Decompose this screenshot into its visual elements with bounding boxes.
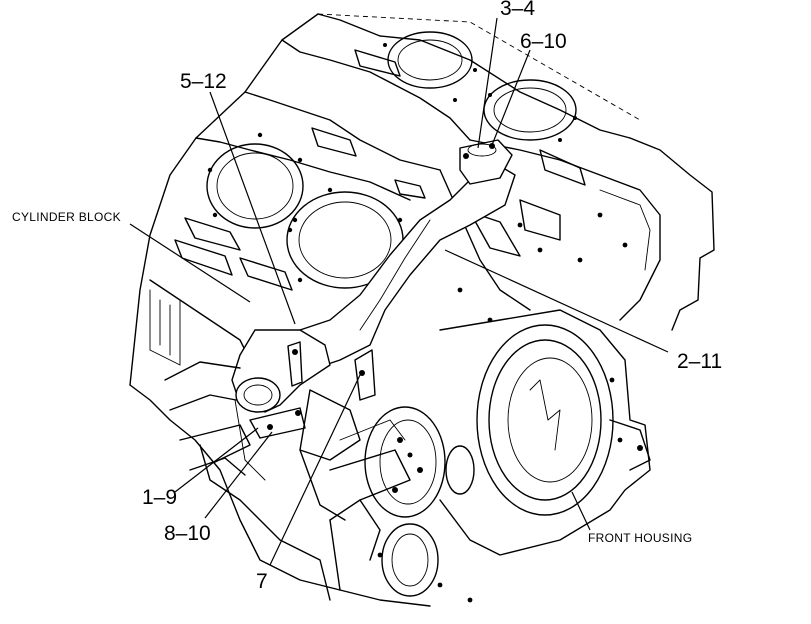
label-front-housing: FRONT HOUSING: [588, 531, 692, 545]
callouts: 3–4 6–10 5–12 2–11 1–9 8–10 7 CYLINDER B…: [12, 0, 722, 593]
callout-5-12: 5–12: [180, 70, 227, 93]
callout-6-10: 6–10: [520, 30, 567, 53]
leader-5-12: [209, 91, 296, 325]
callout-3-4: 3–4: [500, 0, 535, 20]
leader-1-9: [174, 427, 259, 493]
leader-lines: [129, 17, 669, 566]
leader-3-4: [477, 17, 498, 149]
front-pulleys: [364, 406, 475, 597]
cylinder-bores: [206, 31, 628, 603]
callout-1-9: 1–9: [142, 486, 177, 509]
side-ports: [174, 49, 586, 291]
callout-8-10: 8–10: [164, 522, 211, 545]
leader-8-10: [204, 431, 273, 519]
lower-pipes: [164, 361, 411, 521]
label-cylinder-block: CYLINDER BLOCK: [12, 210, 121, 224]
cylinder-block: [129, 13, 715, 607]
leader-6-10: [491, 49, 531, 146]
leader-cylinder-block: [129, 223, 251, 303]
leader-7: [269, 374, 361, 566]
leader-front-housing: [571, 491, 591, 531]
callout-7: 7: [256, 570, 268, 593]
callout-2-11: 2–11: [677, 350, 722, 373]
front-housing: [439, 309, 651, 556]
water-elbow-tube: [231, 139, 516, 439]
leader-2-11: [444, 249, 669, 353]
